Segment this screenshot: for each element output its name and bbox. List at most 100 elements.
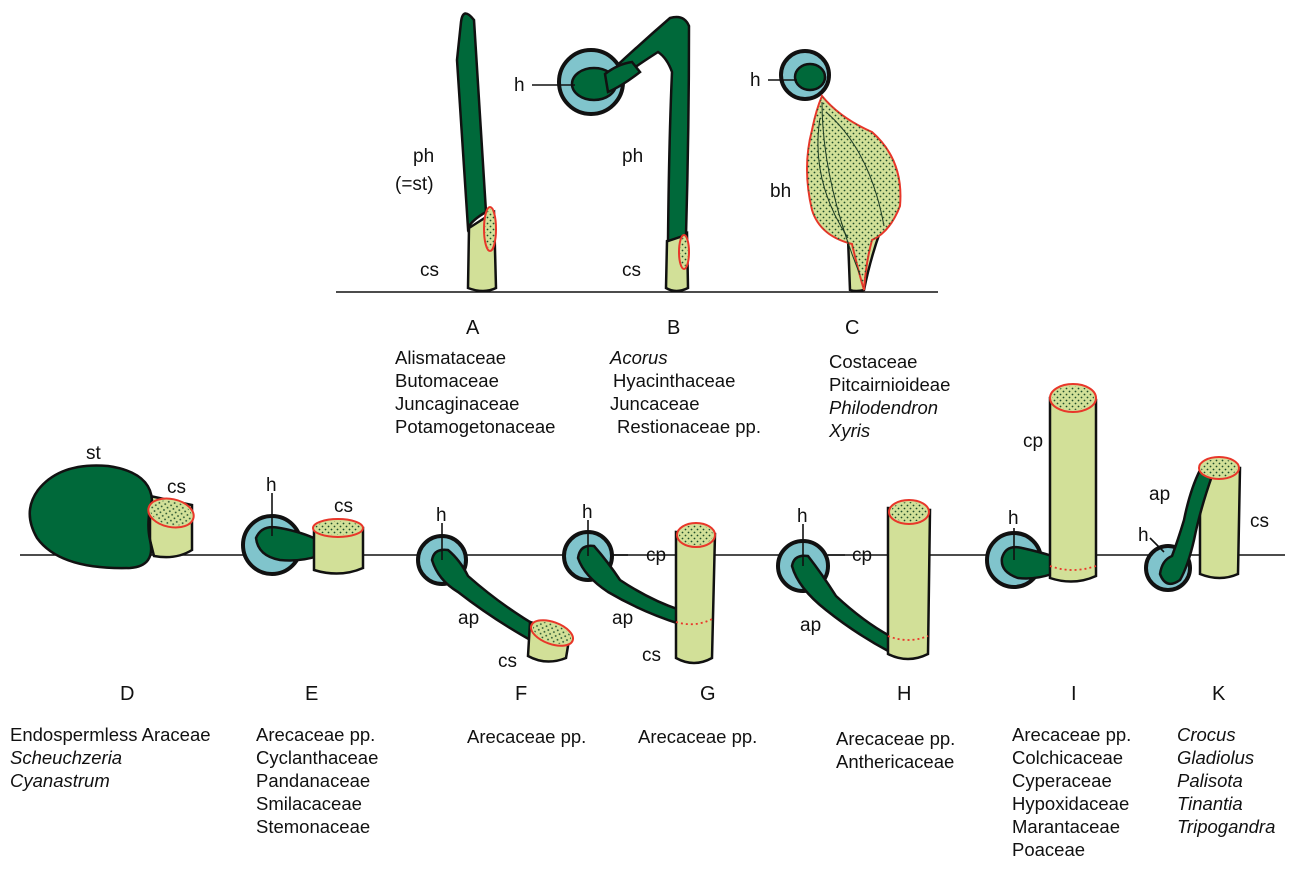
- taxon: Anthericaceae: [836, 750, 955, 773]
- label-h-i: h: [1008, 508, 1019, 529]
- taxon: Gladiolus: [1177, 746, 1275, 769]
- label-cs-a: cs: [420, 260, 439, 281]
- panel-letter-k: K: [1212, 683, 1226, 705]
- taxon: Arecaceae pp.: [836, 727, 955, 750]
- label-cs-f: cs: [498, 651, 517, 672]
- seedling-e-apocole: [256, 527, 318, 560]
- label-cs-e: cs: [334, 496, 353, 517]
- label-h-f: h: [436, 505, 447, 526]
- taxon: Alismataceae: [395, 346, 555, 369]
- taxon: Poaceae: [1012, 838, 1131, 861]
- label-cs-d: cs: [167, 477, 186, 498]
- label-cp-g: cp: [646, 545, 666, 566]
- taxon: Arecaceae pp.: [467, 725, 586, 748]
- label-st-d: st: [86, 443, 102, 464]
- label-h-b: h: [514, 75, 525, 96]
- label-ap-h: ap: [800, 615, 821, 636]
- caption-h: Arecaceae pp. Anthericaceae: [836, 727, 955, 773]
- caption-f: Arecaceae pp.: [467, 725, 586, 748]
- taxon: Restionaceae pp.: [610, 415, 761, 438]
- label-bh-c: bh: [770, 181, 791, 202]
- seedling-g: [564, 523, 715, 663]
- label-cs-g: cs: [642, 645, 661, 666]
- label-ph-b: ph: [622, 146, 643, 167]
- seedling-i-cotyledonary-sheath: [1050, 398, 1096, 582]
- label-cp-h: cp: [852, 545, 872, 566]
- taxon: Tripogandra: [1177, 815, 1275, 838]
- seedling-i-apocole: [1002, 547, 1052, 578]
- taxon: Crocus: [1177, 723, 1275, 746]
- panel-letter-e: E: [305, 683, 318, 705]
- caption-b: Acorus Hyacinthaceae Juncaceae Restionac…: [610, 346, 761, 438]
- seedling-c: [781, 51, 900, 291]
- panel-letter-h: H: [897, 683, 911, 705]
- taxon: Cyperaceae: [1012, 769, 1131, 792]
- label-ap-g: ap: [612, 608, 633, 629]
- seedling-b-primary-hypophyll: [610, 17, 689, 241]
- taxon: Smilacaceae: [256, 792, 378, 815]
- taxon: Arecaceae pp.: [256, 723, 378, 746]
- leader-lines: [272, 80, 1164, 566]
- panel-letter-a: A: [466, 317, 480, 339]
- label-h-c: h: [750, 70, 761, 91]
- label-cs-b: cs: [622, 260, 641, 281]
- taxon: Potamogetonaceae: [395, 415, 555, 438]
- label-ap-k: ap: [1149, 484, 1170, 505]
- seedling-h-cotyledonary-sheath: [888, 508, 930, 659]
- taxon: Endospermless Araceae: [10, 723, 211, 746]
- taxon: Colchicaceae: [1012, 746, 1131, 769]
- panel-letter-i: I: [1071, 683, 1077, 705]
- seedling-i: [987, 384, 1096, 587]
- seedling-f-apocole: [432, 550, 540, 642]
- taxon: Hyacinthaceae: [610, 369, 761, 392]
- taxon: Marantaceae: [1012, 815, 1131, 838]
- taxon: Costaceae: [829, 350, 950, 373]
- seedling-e: [243, 516, 363, 574]
- seedling-a: [457, 13, 496, 291]
- label-h-k: h: [1138, 525, 1149, 546]
- label-h-h: h: [797, 506, 808, 527]
- taxon: Palisota: [1177, 769, 1275, 792]
- seedling-a-primary-hypophyll: [457, 13, 486, 228]
- panel-letter-d: D: [120, 683, 134, 705]
- label-eq-st-a: (=st): [395, 174, 434, 195]
- taxon: Scheuchzeria: [10, 746, 211, 769]
- taxon: Juncaceae: [610, 392, 761, 415]
- taxon: Arecaceae pp.: [638, 725, 757, 748]
- seedling-d-storage-hypophyll: [30, 466, 152, 569]
- taxon: Cyanastrum: [10, 769, 211, 792]
- seedling-h-apocole: [792, 556, 890, 652]
- taxon: Pandanaceae: [256, 769, 378, 792]
- panel-letter-g: G: [700, 683, 716, 705]
- caption-e: Arecaceae pp. Cyclanthaceae Pandanaceae …: [256, 723, 378, 838]
- caption-k: Crocus Gladiolus Palisota Tinantia Tripo…: [1177, 723, 1275, 838]
- label-ph-a: ph: [413, 146, 434, 167]
- taxon: Butomaceae: [395, 369, 555, 392]
- caption-d: Endospermless Araceae Scheuchzeria Cyana…: [10, 723, 211, 792]
- caption-a: Alismataceae Butomaceae Juncaginaceae Po…: [395, 346, 555, 438]
- taxon: Hypoxidaceae: [1012, 792, 1131, 815]
- taxon: Acorus: [610, 346, 761, 369]
- label-h-e: h: [266, 475, 277, 496]
- label-cp-i: cp: [1023, 431, 1043, 452]
- seedling-k: [1146, 457, 1240, 590]
- panel-letter-f: F: [515, 683, 527, 705]
- panel-letter-c: C: [845, 317, 859, 339]
- label-ap-f: ap: [458, 608, 479, 629]
- taxon: Tinantia: [1177, 792, 1275, 815]
- taxon: Stemonaceae: [256, 815, 378, 838]
- seedling-c-haustorium-core: [795, 64, 825, 90]
- caption-i: Arecaceae pp. Colchicaceae Cyperaceae Hy…: [1012, 723, 1131, 861]
- taxon: Cyclanthaceae: [256, 746, 378, 769]
- caption-g: Arecaceae pp.: [638, 725, 757, 748]
- label-cs-k: cs: [1250, 511, 1269, 532]
- taxon: Philodendron: [829, 396, 950, 419]
- taxon: Arecaceae pp.: [1012, 723, 1131, 746]
- taxon: Pitcairnioideae: [829, 373, 950, 396]
- seedling-g-cotyledonary-sheath: [676, 532, 715, 663]
- taxon: Juncaginaceae: [395, 392, 555, 415]
- caption-c: Costaceae Pitcairnioideae Philodendron X…: [829, 350, 950, 442]
- panel-letter-b: B: [667, 317, 680, 339]
- label-h-g: h: [582, 502, 593, 523]
